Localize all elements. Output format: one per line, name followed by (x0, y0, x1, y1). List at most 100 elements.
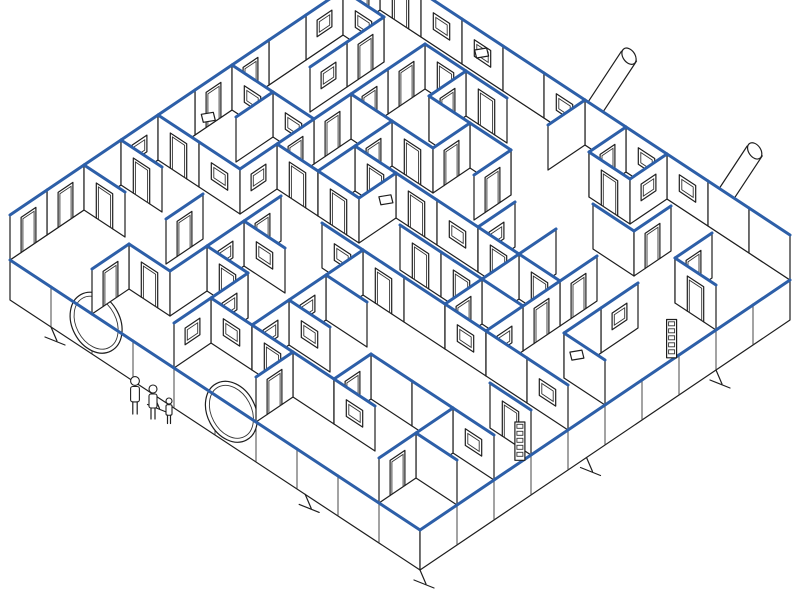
wall-doorway-frame (376, 271, 391, 313)
wall-top-cap (431, 121, 472, 150)
panel-door-slot (668, 328, 676, 334)
wall-top-cap (591, 202, 636, 233)
wall-top-cap (287, 298, 332, 329)
panel-door-slot (516, 451, 524, 457)
wall-top-cap (336, 474, 381, 505)
wall-top-cap (747, 206, 792, 237)
panel-door-slot (516, 444, 524, 450)
panel-door-slot (516, 423, 524, 429)
wall-top-cap (8, 188, 49, 217)
wall-top-cap (287, 273, 328, 302)
wall-top-cap (430, 0, 464, 21)
wall-top-cap (119, 138, 164, 169)
wall-doorway (132, 157, 151, 205)
wall-top-cap (267, 13, 308, 42)
wall-top-cap (156, 113, 201, 144)
wall-window (464, 428, 483, 457)
wall-top-cap (414, 431, 459, 462)
panel-door (665, 318, 678, 359)
wall-top-cap (546, 98, 587, 127)
support-legs (44, 326, 731, 589)
wall-top-cap (390, 119, 435, 150)
wall-top-cap (275, 117, 316, 146)
wall-window-pane (213, 166, 226, 187)
wall-window (611, 302, 628, 331)
wall-top-cap (304, 0, 331, 17)
wall-top-cap (603, 378, 644, 407)
vent-pipe-end (621, 47, 637, 65)
wall-window (320, 61, 337, 90)
wall-top-cap (242, 219, 287, 250)
wall-top-cap (624, 125, 669, 156)
wall-doorway-frame (405, 142, 420, 184)
wall-doorway (169, 132, 188, 180)
wall-doorway-frame (171, 136, 186, 178)
wall-top-cap (455, 478, 496, 507)
panel-door-slot (668, 342, 676, 348)
wall-top-cap (324, 248, 365, 277)
wall-top-cap (476, 225, 521, 256)
wall-top-cap (355, 0, 386, 19)
wall-top-cap (369, 352, 414, 383)
wall-top-cap (234, 90, 275, 119)
support-leg (50, 326, 58, 342)
human-figure-adult-head (148, 384, 158, 394)
wall-top-cap (443, 302, 488, 333)
wall-doorway-frame (290, 165, 305, 207)
wall-top-cap (291, 350, 336, 381)
wall-window (210, 162, 229, 191)
panel-door (514, 421, 526, 461)
wall-top-cap (529, 428, 570, 457)
wall-top-cap (90, 312, 135, 343)
wall-doorway (391, 0, 410, 30)
support-leg (585, 456, 594, 473)
wall-top-cap (316, 144, 357, 173)
wall-top-cap (402, 275, 447, 306)
maze-wall (379, 0, 422, 38)
wall-doorway-frame (59, 185, 72, 227)
wall-top-cap (472, 148, 513, 177)
wall-doorway-frame (413, 246, 428, 288)
human-figures (130, 376, 173, 425)
wall-top-cap (751, 278, 792, 307)
wall-doorway (533, 297, 550, 345)
wall-doorway-frame (391, 453, 404, 495)
wall-top-cap (119, 113, 160, 142)
wall-doorway-frame (359, 37, 372, 79)
wall-top-cap (640, 353, 681, 382)
wall-doorway-frame (479, 92, 494, 134)
wall-top-cap (673, 231, 714, 260)
wall-top-cap (209, 271, 250, 300)
wall-doorway (477, 88, 496, 136)
wall-window-pane (642, 177, 655, 197)
wall-window-pane (348, 403, 361, 424)
wall-doorway-frame (688, 279, 703, 321)
wall-top-cap (172, 296, 213, 325)
wall-top-cap (209, 296, 254, 327)
wall-top-cap (90, 242, 131, 271)
wall-doorway (57, 181, 74, 229)
panel-door-slot (516, 430, 524, 436)
wall-doorway (644, 222, 661, 270)
wall-window (222, 318, 241, 347)
wall-doorway (266, 368, 283, 416)
wall-top-cap (414, 406, 455, 435)
wall-window-pane (541, 382, 554, 403)
vent-pipe-end (746, 142, 763, 160)
wall-top-cap (172, 366, 217, 397)
wall-top-cap (714, 303, 755, 332)
wall-doorway-frame (97, 186, 112, 228)
wall-top-cap (238, 142, 279, 171)
wall-window-pane (613, 306, 626, 326)
wall-doorway (95, 182, 114, 230)
wall-doorway-frame (445, 143, 458, 185)
wall-top-cap (628, 152, 669, 181)
wall-doorway-frame (409, 194, 424, 236)
wall-top-cap (250, 323, 295, 354)
wall-details (200, 47, 678, 461)
wall-top-cap (386, 42, 427, 71)
wall-window (255, 241, 274, 270)
wall-window-pane (318, 13, 331, 33)
human-figure-child-body (165, 404, 173, 416)
